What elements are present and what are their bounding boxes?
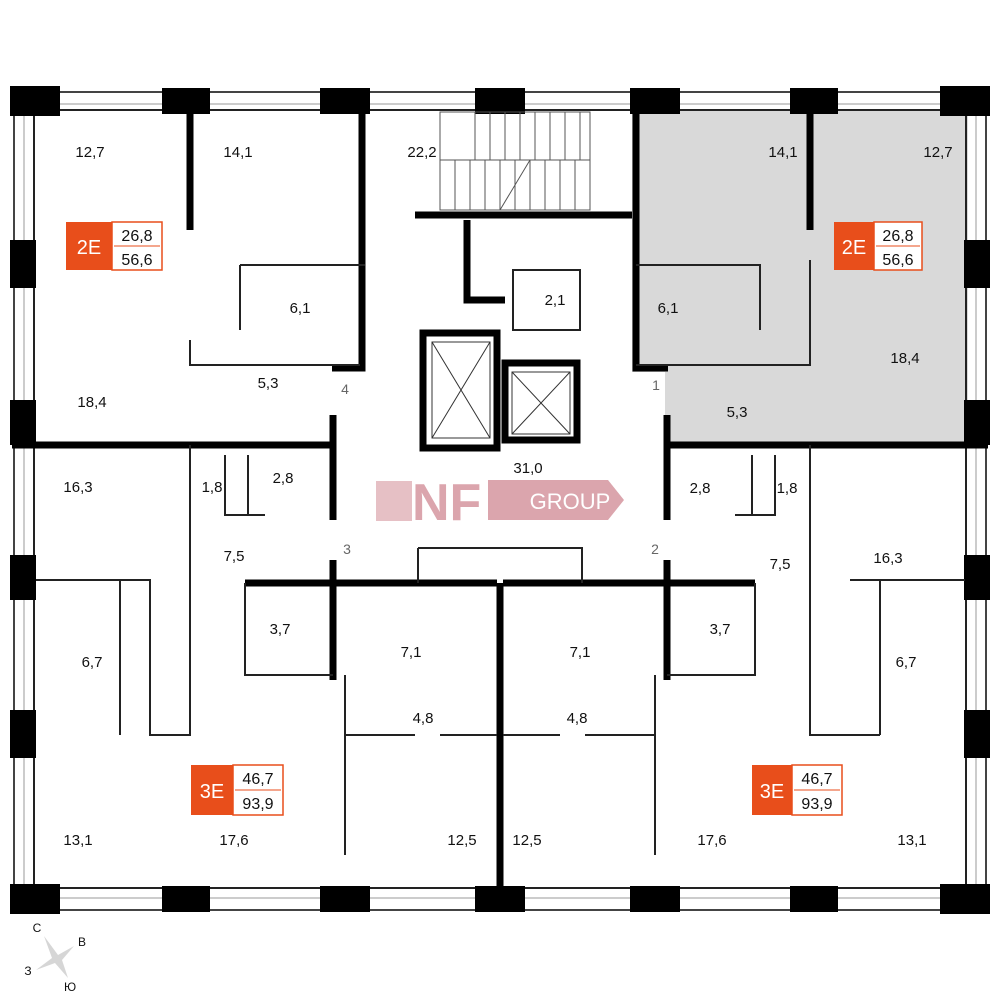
room-area: 1,8 — [202, 479, 223, 496]
room-area: 7,5 — [224, 548, 245, 565]
svg-text:2E: 2E — [77, 237, 101, 259]
room-area: 17,6 — [697, 832, 726, 849]
room-area: 14,1 — [768, 144, 797, 161]
room-area: 16,3 — [63, 479, 92, 496]
columns — [10, 86, 990, 914]
room-area: 6,1 — [290, 300, 311, 317]
room-area: 13,1 — [63, 832, 92, 849]
room-area: 2,8 — [690, 480, 711, 497]
room-area: 4,8 — [413, 710, 434, 727]
room-area: 12,7 — [923, 144, 952, 161]
entrance-number[interactable]: 4 — [341, 381, 349, 397]
nf-group-logo: NF GROUP — [376, 474, 624, 532]
room-area: 2,8 — [273, 470, 294, 487]
room-area: 6,7 — [896, 654, 917, 671]
svg-text:93,9: 93,9 — [242, 796, 273, 813]
room-area: 5,3 — [258, 375, 279, 392]
svg-text:56,6: 56,6 — [882, 252, 913, 269]
room-area: 14,1 — [223, 144, 252, 161]
entrance-number[interactable]: 2 — [651, 541, 659, 557]
room-area: 16,3 — [873, 550, 902, 567]
svg-text:NF: NF — [412, 474, 481, 532]
svg-text:93,9: 93,9 — [801, 796, 832, 813]
room-area: 3,7 — [270, 621, 291, 638]
room-area: 7,1 — [401, 644, 422, 661]
room-area: 1,8 — [777, 480, 798, 497]
apartment-badge[interactable]: 2E 26,8 56,6 — [834, 221, 923, 271]
apartment-badge[interactable]: 3E 46,7 93,9 — [752, 764, 843, 816]
room-area: 12,5 — [447, 832, 476, 849]
room-area: 6,1 — [658, 300, 679, 317]
svg-text:46,7: 46,7 — [242, 771, 273, 788]
svg-text:С: С — [33, 921, 42, 935]
compass-star-icon — [36, 936, 74, 978]
room-area: 12,5 — [512, 832, 541, 849]
room-area: 17,6 — [219, 832, 248, 849]
apartment-badge[interactable]: 2E 26,8 56,6 — [66, 221, 163, 271]
room-area: 18,4 — [890, 350, 919, 367]
entrance-number[interactable]: 3 — [343, 541, 351, 557]
svg-text:2E: 2E — [842, 237, 866, 259]
room-area: 3,7 — [710, 621, 731, 638]
utility-area: 2,1 — [545, 292, 566, 309]
svg-text:26,8: 26,8 — [121, 228, 152, 245]
svg-text:3E: 3E — [200, 781, 224, 803]
room-area: 18,4 — [77, 394, 106, 411]
room-area: 4,8 — [567, 710, 588, 727]
svg-text:46,7: 46,7 — [801, 771, 832, 788]
room-area: 7,1 — [570, 644, 591, 661]
interior-walls — [12, 110, 988, 888]
svg-text:GROUP: GROUP — [530, 489, 611, 514]
svg-text:Ю: Ю — [64, 980, 76, 994]
compass: С В З Ю — [24, 921, 86, 994]
svg-text:26,8: 26,8 — [882, 228, 913, 245]
room-area: 12,7 — [75, 144, 104, 161]
svg-text:З: З — [24, 964, 31, 978]
selected-apartment-highlight[interactable] — [632, 110, 968, 445]
svg-text:56,6: 56,6 — [121, 252, 152, 269]
room-area: 6,7 — [82, 654, 103, 671]
elevators — [431, 341, 571, 439]
svg-text:3E: 3E — [760, 781, 784, 803]
room-area: 7,5 — [770, 556, 791, 573]
room-area: 5,3 — [727, 404, 748, 421]
hall-area: 31,0 — [513, 460, 542, 477]
stair-area: 22,2 — [407, 144, 436, 161]
apartment-badge[interactable]: 3E 46,7 93,9 — [191, 764, 284, 816]
svg-text:В: В — [78, 935, 86, 949]
staircase — [439, 111, 591, 211]
entrance-number[interactable]: 1 — [652, 377, 660, 393]
room-area: 13,1 — [897, 832, 926, 849]
